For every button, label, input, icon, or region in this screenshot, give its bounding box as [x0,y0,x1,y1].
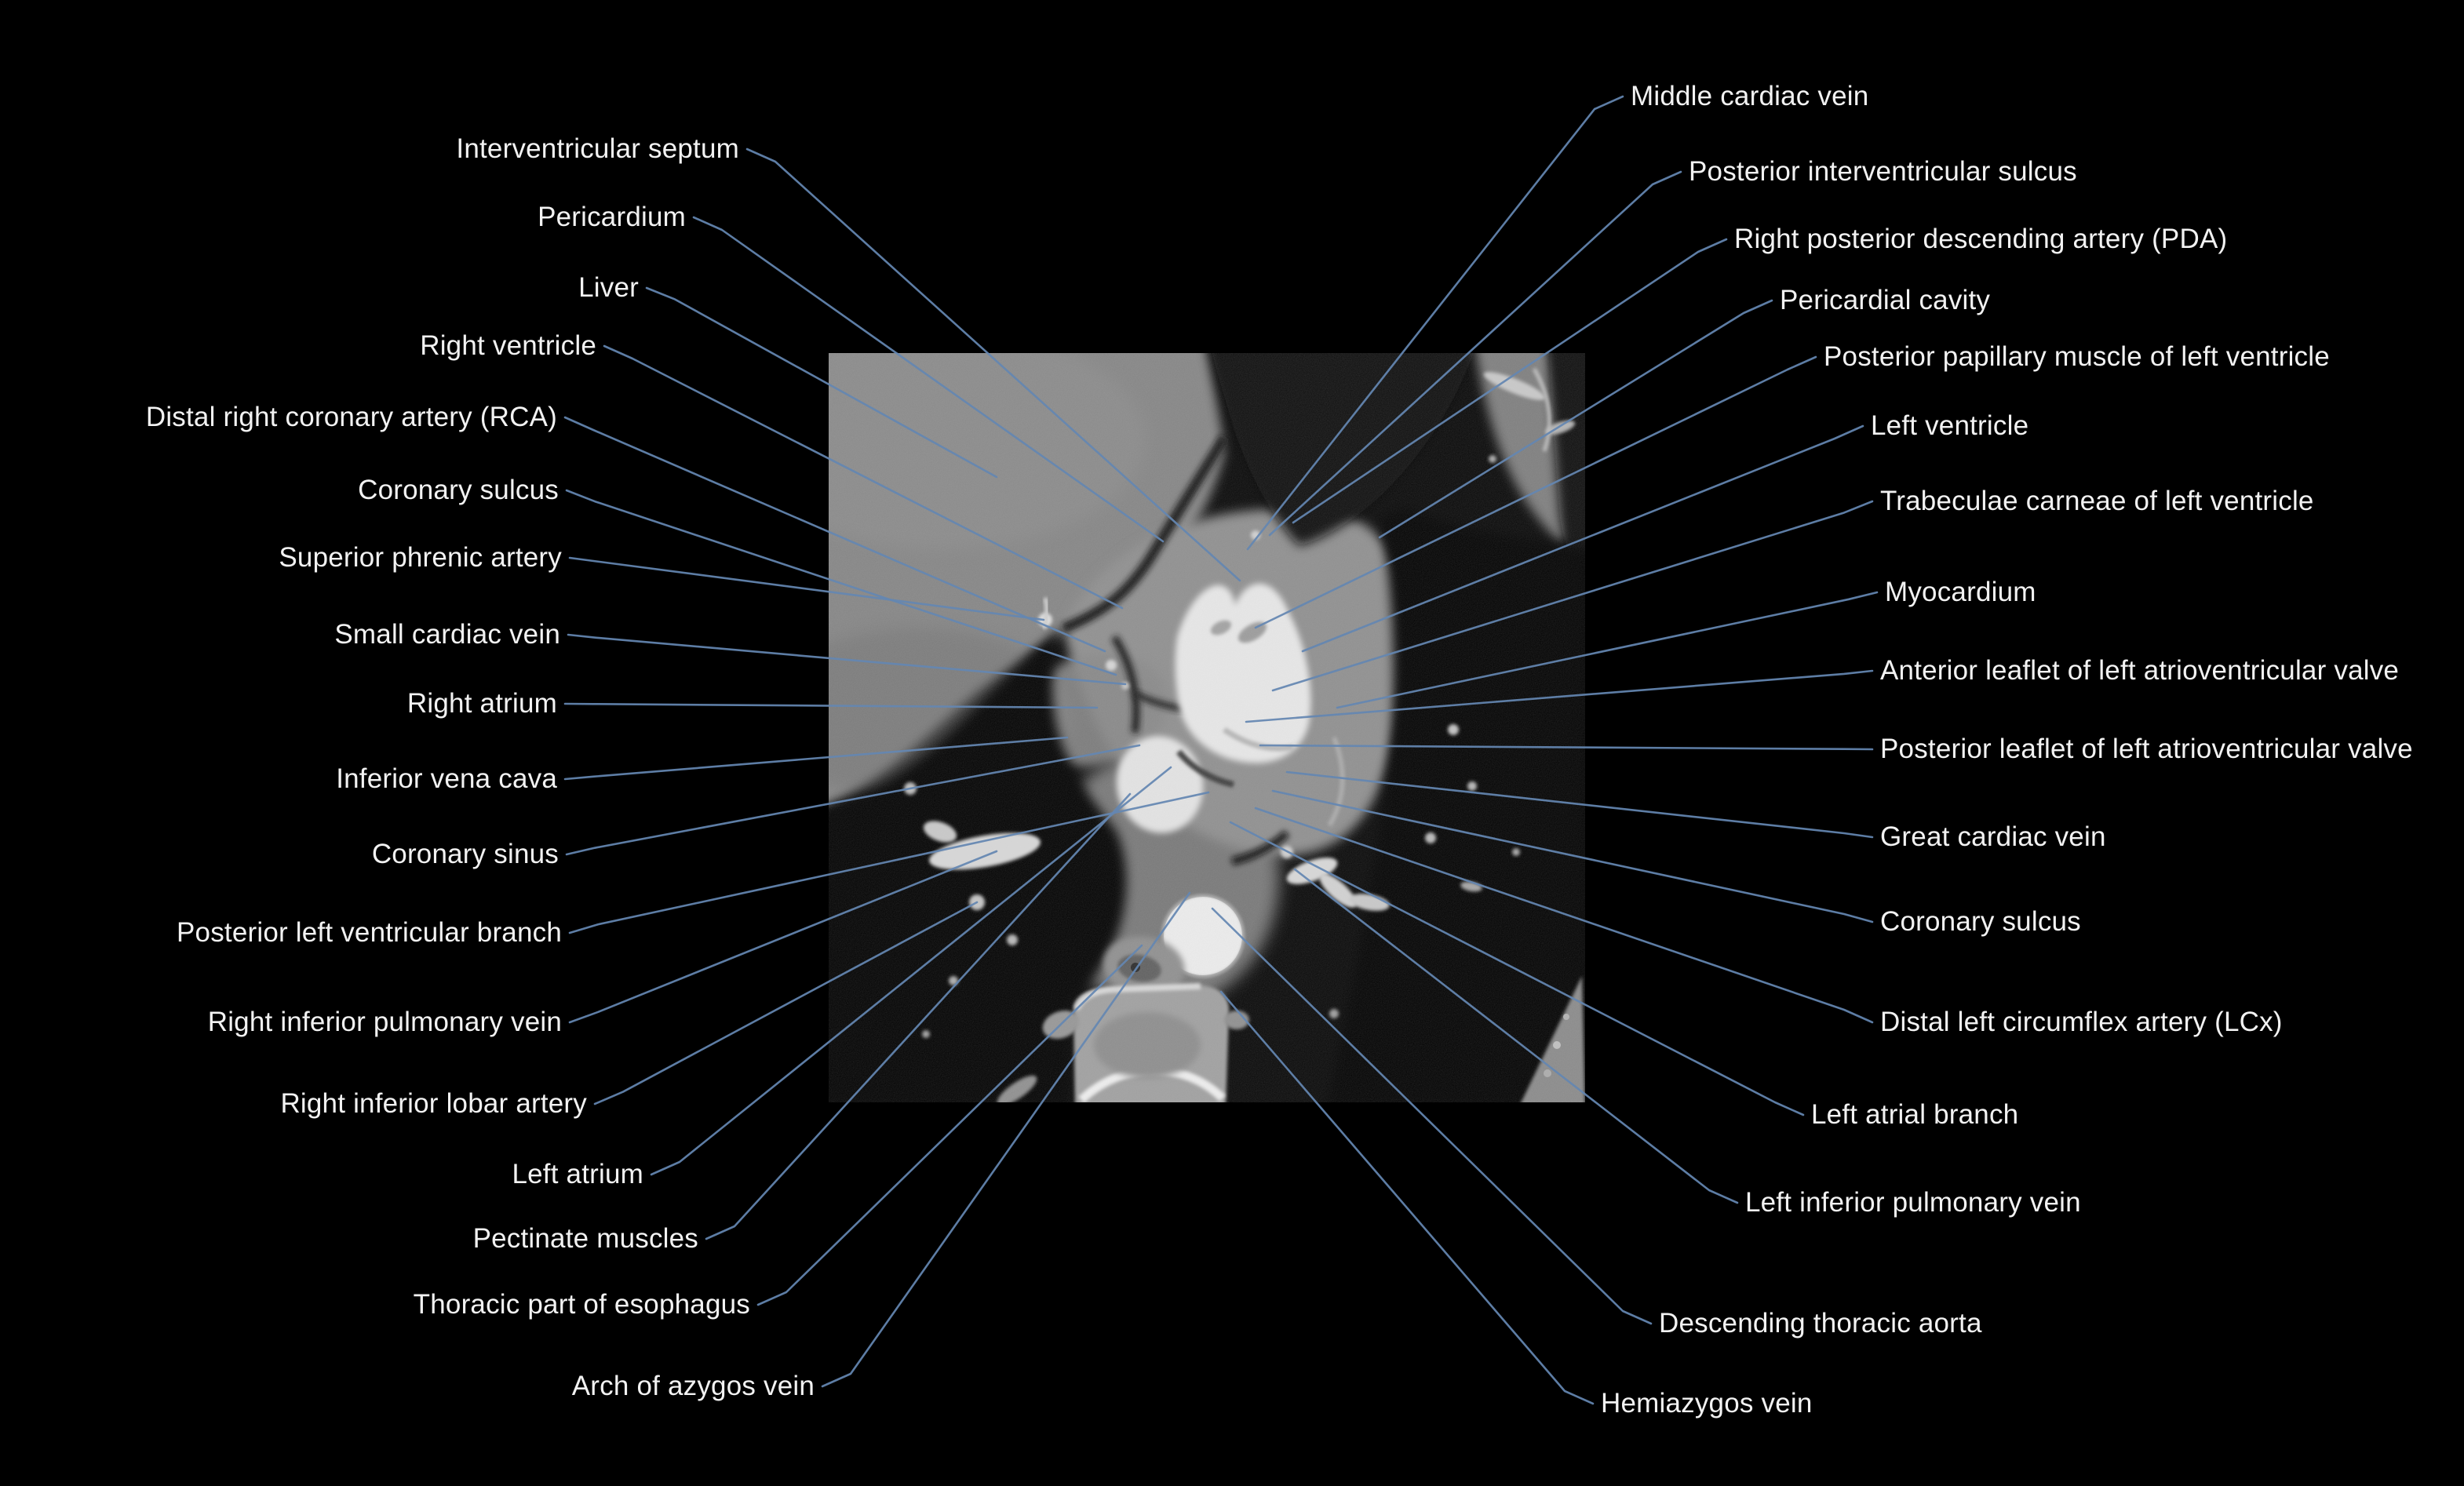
leader-line-great-cardiac-vein [1285,770,1874,839]
anatomy-label-great-cardiac-vein: Great cardiac vein [1880,821,2106,852]
anatomy-label-superior-phrenic-artery: Superior phrenic artery [279,542,562,573]
anatomy-label-liver: Liver [578,272,639,303]
anatomy-label-left-atrium: Left atrium [512,1159,643,1189]
leader-line-trabeculae-carneae-of-left-ventricle [1271,500,1874,692]
leader-line-distal-left-circumflex-artery-lcx [1254,807,1874,1024]
leader-line-descending-thoracic-aorta [1211,907,1653,1325]
leader-line-coronary-sinus [565,744,1141,856]
leader-line-interventricular-septum [745,148,1241,582]
anatomy-label-posterior-papillary-muscle-of-left-ventricle: Posterior papillary muscle of left ventr… [1824,341,2330,372]
anatomy-label-anterior-leaflet-of-left-atrioventricular-valve: Anterior leaflet of left atrioventricula… [1880,655,2400,686]
anatomy-label-middle-cardiac-vein: Middle cardiac vein [1631,81,1869,111]
leader-line-left-atrium [650,766,1172,1176]
leader-line-anterior-leaflet-of-left-atrioventricular-valve [1245,669,1874,723]
leader-line-left-inferior-pulmonary-vein [1293,868,1739,1204]
anatomy-label-small-cardiac-vein: Small cardiac vein [334,619,560,650]
leader-line-coronary-sulcus [1271,789,1874,923]
anatomy-label-arch-of-azygos-vein: Arch of azygos vein [571,1371,815,1401]
anatomy-label-posterior-interventricular-sulcus: Posterior interventricular sulcus [1689,156,2077,187]
anatomy-label-posterior-leaflet-of-left-atrioventricular-valve: Posterior leaflet of left atrioventricul… [1880,734,2413,764]
anatomy-label-pericardial-cavity: Pericardial cavity [1780,285,1991,315]
leader-line-right-posterior-descending-artery-pda [1292,238,1728,524]
leader-line-left-atrial-branch [1229,821,1805,1116]
anatomy-label-left-atrial-branch: Left atrial branch [1811,1099,2019,1130]
leader-line-arch-of-azygos-vein [821,891,1191,1388]
leader-line-posterior-left-ventricular-branch [568,791,1210,934]
anatomy-label-distal-left-circumflex-artery-lcx: Distal left circumflex artery (LCx) [1880,1007,2283,1037]
leader-line-small-cardiac-vein [567,633,1127,686]
leader-line-middle-cardiac-vein [1246,95,1624,551]
leader-line-thoracic-part-of-esophagus [756,944,1143,1306]
anatomy-label-coronary-sulcus: Coronary sulcus [358,475,559,505]
anatomy-label-left-ventricle: Left ventricle [1871,410,2029,441]
anatomy-label-right-atrium: Right atrium [406,688,557,719]
anatomy-label-inferior-vena-cava: Inferior vena cava [336,763,557,794]
leader-line-pericardium [692,216,1165,543]
anatomy-label-posterior-left-ventricular-branch: Posterior left ventricular branch [177,917,562,948]
leader-line-inferior-vena-cava [563,736,1069,781]
anatomy-label-coronary-sinus: Coronary sinus [371,839,559,869]
leader-line-hemiazygos-vein [1219,990,1595,1405]
anatomy-label-thoracic-part-of-esophagus: Thoracic part of esophagus [413,1289,750,1320]
ct-noise-overlay [829,353,1585,1102]
anatomy-label-right-inferior-pulmonary-vein: Right inferior pulmonary vein [207,1007,562,1037]
leader-line-right-atrium [563,702,1099,709]
anatomy-label-right-posterior-descending-artery-pda: Right posterior descending artery (PDA) [1734,224,2228,254]
anatomy-label-trabeculae-carneae-of-left-ventricle: Trabeculae carneae of left ventricle [1880,486,2314,516]
anatomy-label-myocardium: Myocardium [1885,577,2036,607]
leader-line-pectinate-muscles [705,792,1132,1240]
anatomy-label-hemiazygos-vein: Hemiazygos vein [1601,1388,1813,1419]
anatomy-label-interventricular-septum: Interventricular septum [456,133,739,164]
anatomy-label-pectinate-muscles: Pectinate muscles [472,1223,698,1254]
anatomy-label-descending-thoracic-aorta: Descending thoracic aorta [1659,1308,1982,1338]
leader-line-distal-right-coronary-artery-rca [563,416,1106,653]
leader-line-right-inferior-lobar-artery [593,901,979,1105]
leader-line-posterior-leaflet-of-left-atrioventricular-valve [1259,744,1874,751]
anatomy-label-left-inferior-pulmonary-vein: Left inferior pulmonary vein [1745,1187,2081,1218]
leader-line-liver [645,286,998,479]
leader-line-myocardium [1336,591,1879,709]
anatomy-label-right-inferior-lobar-artery: Right inferior lobar artery [280,1088,587,1119]
anatomy-label-coronary-sulcus: Coronary sulcus [1880,906,2081,937]
leader-line-right-inferior-pulmonary-vein [568,850,998,1024]
leader-line-left-ventricle [1301,424,1864,653]
leader-line-right-ventricle [603,344,1124,610]
leader-line-posterior-interventricular-sulcus [1268,170,1682,537]
leader-line-coronary-sulcus [565,489,1117,676]
leader-line-pericardial-cavity [1378,299,1773,539]
leader-line-superior-phrenic-artery [568,556,1045,621]
anatomy-label-pericardium: Pericardium [538,202,686,232]
anatomy-label-distal-right-coronary-artery-rca: Distal right coronary artery (RCA) [145,402,557,432]
leader-line-posterior-papillary-muscle-of-left-ventricle [1254,355,1817,629]
anatomy-label-right-ventricle: Right ventricle [420,330,596,361]
